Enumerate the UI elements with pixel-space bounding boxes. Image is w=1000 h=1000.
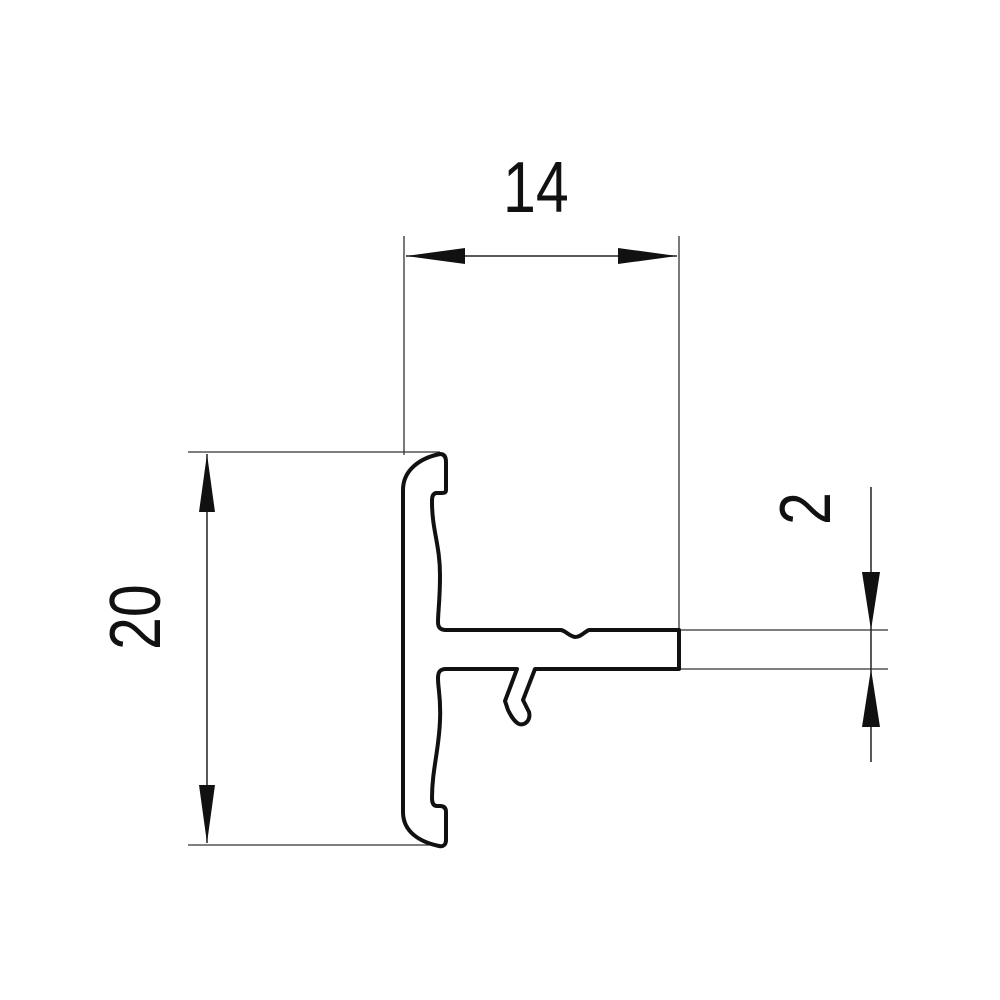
arrow-left-icon — [406, 248, 465, 264]
dimension-width — [406, 248, 677, 264]
profile-outline — [401, 452, 681, 849]
dimension-height — [199, 454, 215, 843]
dimension-label-thickness: 2 — [766, 492, 846, 525]
dimension-label-height: 20 — [96, 584, 176, 650]
dimension-thickness — [862, 487, 880, 762]
dimension-label-width: 14 — [503, 148, 569, 228]
arrow-up-icon — [862, 669, 880, 727]
arrow-down-icon — [199, 785, 215, 843]
arrow-down-icon — [862, 572, 880, 630]
extension-lines — [188, 236, 888, 846]
arrow-right-icon — [618, 248, 677, 264]
arrow-up-icon — [199, 454, 215, 512]
